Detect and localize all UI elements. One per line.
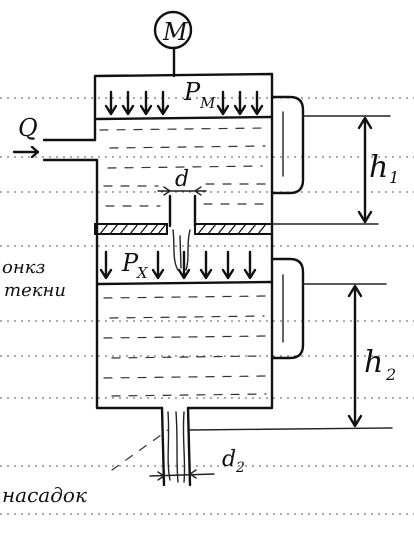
orifice-diameter-label: d xyxy=(175,167,189,192)
dimension-h2 xyxy=(189,283,393,431)
level-h2-subscript: 2 xyxy=(385,365,396,384)
gauge-top xyxy=(270,95,305,195)
side-note-2: текни xyxy=(4,280,66,301)
motor-label: M xyxy=(162,18,189,46)
level-h1-label: h xyxy=(369,150,388,185)
jet-through-orifice xyxy=(172,229,191,271)
level-h2-label: h xyxy=(364,345,383,380)
pressure-arrows-middle xyxy=(99,250,257,280)
gauge-bottom xyxy=(270,257,305,360)
inlet-flow-arrow xyxy=(12,145,40,159)
outlet-diameter-label: d xyxy=(222,447,236,472)
note-pointer xyxy=(111,429,169,471)
motor: M xyxy=(153,10,193,78)
side-note-1: онкз xyxy=(2,257,45,278)
dimension-d xyxy=(157,186,207,196)
pressure-top-label: P xyxy=(183,78,201,106)
outlet-nozzle xyxy=(160,406,192,487)
dimension-d2 xyxy=(149,469,215,481)
liquid-dashes xyxy=(99,127,269,397)
middle-piston xyxy=(95,280,274,286)
pressure-arrows-top xyxy=(104,90,264,116)
inlet-pipe xyxy=(42,138,99,162)
pressure-mid-label: P xyxy=(121,249,139,277)
orifice-tube xyxy=(168,194,197,228)
outlet-jet xyxy=(167,411,186,483)
level-gauges xyxy=(270,95,305,360)
bottom-note: насадок xyxy=(2,483,87,507)
pressure-top-subscript: M xyxy=(199,94,216,112)
tank-body xyxy=(42,72,274,487)
flow-label: Q xyxy=(18,114,38,142)
dimension-h1 xyxy=(271,115,391,225)
paper-guidelines xyxy=(0,97,414,515)
partition-plate xyxy=(94,194,273,271)
top-piston xyxy=(95,115,274,121)
pressure-mid-subscript: X xyxy=(136,264,149,282)
tank-outline xyxy=(93,72,274,410)
level-h1-subscript: 1 xyxy=(389,168,399,187)
outlet-diameter-subscript: 2 xyxy=(235,460,245,476)
